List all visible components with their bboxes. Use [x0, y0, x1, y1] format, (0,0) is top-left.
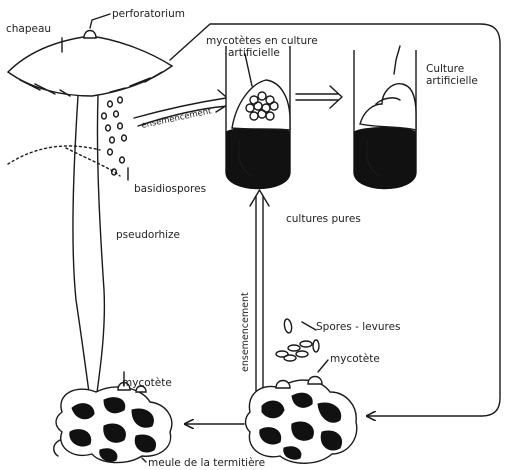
mushroom-stipe	[73, 96, 104, 400]
label-ensemencement-top: ensemencement	[141, 106, 213, 131]
perforatorium-knob	[84, 31, 96, 39]
label-mycotetes-culture-line2: artificielle	[228, 47, 280, 59]
culture-tube-2	[354, 50, 416, 189]
tube-to-tube-arrow	[296, 86, 342, 108]
label-cultures-pures: cultures pures	[286, 213, 361, 225]
label-ensemencement-vertical: ensemencement	[240, 292, 251, 372]
label-mycotete-right: mycotète	[330, 353, 380, 365]
label-culture-artificielle-line1: Culture	[426, 63, 464, 75]
falling-basidiospores	[102, 97, 127, 175]
ensemencement-arrow-vertical	[250, 190, 269, 392]
culture-tube-1	[226, 46, 290, 189]
dispersal-dotted-line	[8, 146, 120, 176]
label-chapeau: chapeau	[6, 23, 51, 35]
fungus-comb-left	[54, 383, 172, 463]
label-mycotetes-culture-line1: mycotètes en culture	[206, 35, 318, 47]
label-perforatorium: perforatorium	[112, 8, 185, 20]
label-basidiospores: basidiospores	[134, 183, 206, 195]
label-mycotete-left: mycotète	[122, 377, 172, 389]
label-culture-artificielle-line2: artificielle	[426, 75, 478, 87]
label-spores-levures: Spores - levures	[316, 321, 401, 333]
spores-levures-cluster	[276, 318, 319, 361]
label-pseudorhize: pseudorhize	[116, 229, 180, 241]
fungus-comb-right	[246, 377, 357, 464]
label-meule: meule de la termitière	[148, 457, 265, 469]
